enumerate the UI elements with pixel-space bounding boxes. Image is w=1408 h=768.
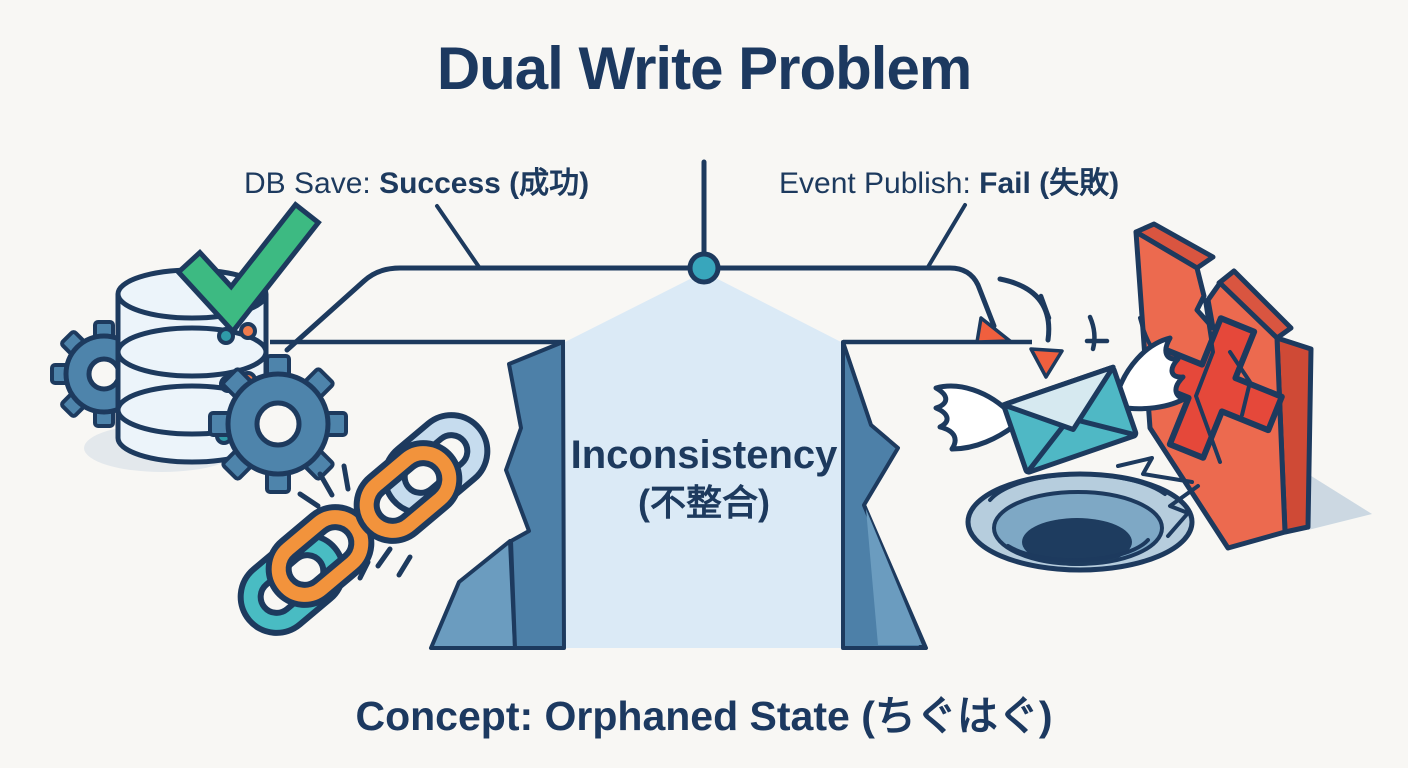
hole-icon [965,471,1195,573]
motion-dashes [1038,293,1110,352]
arrowhead-icon-2 [1029,347,1064,379]
event-publish-label-prefix: Event Publish: [779,167,980,200]
cliff-right-talus [866,509,922,645]
chain-link-orange-broken-2 [353,440,463,544]
branch-lines [284,159,997,353]
wall-shadow [1308,474,1372,530]
checkmark-icon [174,201,322,336]
branch-left-line [284,265,707,353]
falling-arrow [997,276,1110,379]
callout-tick-right [926,203,967,269]
page-title: Dual Write Problem [436,35,972,102]
break-spark-lines [297,463,413,581]
cliff-left-talus [429,539,517,650]
wing-right [1113,335,1187,412]
cliff-left-band [504,340,566,650]
branch-node [687,251,721,285]
cliff-left [429,340,566,650]
inconsistency-label: Inconsistency (不整合) [0,430,1408,525]
winged-envelope-icon [933,335,1187,475]
chain-link-orange-broken-1 [265,504,375,608]
broken-wall-icon [1116,221,1372,551]
gear-icon-large [208,354,348,494]
db-save-label: DB Save: Success (成功) [244,158,589,202]
envelope-body [1000,364,1139,475]
beam-shape [520,272,843,648]
event-publish-label-result: Fail (失敗) [979,167,1120,200]
broken-chain-icon [237,412,491,636]
db-save-label-prefix: DB Save: [244,167,380,200]
db-save-label-result: Success (成功) [379,167,590,200]
event-publish-label: Event Publish: Fail (失敗) [779,158,1119,202]
inconsistency-label-line2: (不整合) [638,482,770,523]
branch-right-line [701,265,997,329]
arrowhead-icon [975,316,1012,344]
concept-caption: Concept: Orphaned State (ちぐはぐ) [355,693,1053,739]
callout-tick-left [435,204,481,269]
cliff-right [841,340,928,650]
wing-left [933,383,1017,452]
inconsistency-label-line1: Inconsistency [570,433,838,477]
